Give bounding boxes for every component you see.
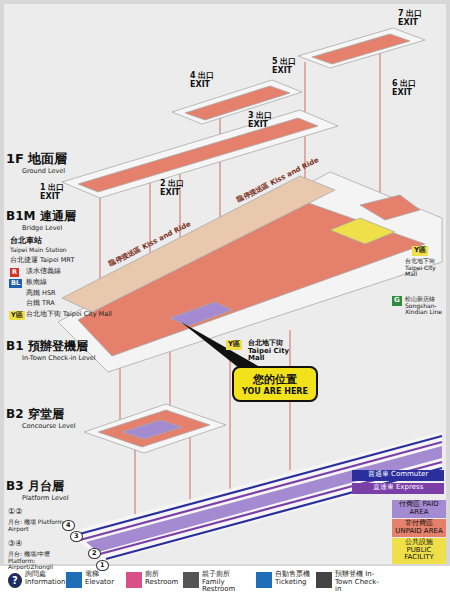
b1-slab	[58, 172, 442, 372]
map-label: Platform Level	[22, 495, 69, 502]
map-label: 高鐵 HSR	[26, 290, 56, 297]
callout-box: 您的位置YOU ARE HERE	[232, 366, 318, 402]
platform-slab	[68, 432, 442, 562]
map-label: 詢問處 Information	[25, 571, 63, 586]
b1-slab	[170, 302, 232, 326]
frame	[4, 4, 446, 564]
exit-slab	[172, 28, 425, 124]
map-label: 台北地下街 Taipei City Mall	[405, 258, 443, 278]
map-label: In-Town Check-in Level	[22, 355, 96, 362]
exit-slab	[298, 28, 425, 68]
map-label: 自動售票機 Ticketing	[275, 571, 313, 586]
map-label: 親子廁所 Family Restroom	[202, 571, 254, 594]
icon-badge: R	[10, 268, 19, 277]
icon-badge: G	[392, 296, 402, 306]
zone-label: 臨停接送區 Kiss and Ride	[236, 157, 320, 205]
map-label: 台北地下街 Taipei City Mall	[26, 311, 112, 318]
map-label: 月台: 機場/中壢 Platform: Airport/Zhongli	[8, 551, 70, 571]
callout-text: 您的位置	[242, 372, 308, 387]
zone-label: 臨停接送區 Kiss and Ride	[108, 221, 192, 269]
map-label: 4 出口 EXIT	[190, 72, 218, 90]
map-label: Bridge Level	[22, 225, 62, 232]
map-label: 3 出口 EXIT	[248, 112, 276, 130]
map-label: 台鐵 TRA	[26, 300, 55, 307]
legend-text: 直達車 Express	[352, 483, 444, 492]
map-label: Ground Level	[22, 168, 65, 175]
shaft-line	[135, 445, 136, 515]
icon-badge: Y區	[226, 340, 242, 350]
icon-bar	[126, 572, 142, 588]
concourse-slab	[122, 420, 182, 439]
map-label: 1F 地面層	[6, 152, 67, 166]
exit-slab	[185, 86, 290, 120]
legend-item: 公共設施 PUBLIC FACILITY	[392, 538, 446, 564]
b1-slab	[360, 195, 420, 220]
you-are-here-pointer	[181, 322, 258, 372]
map-label: 1 出口 EXIT	[40, 184, 68, 202]
map-label: 台北車站	[10, 237, 42, 246]
icon-bar	[66, 572, 82, 588]
legend-item: 非付費區 UNPAID AREA	[392, 519, 446, 537]
you-are-here-pointer	[181, 322, 258, 372]
concourse-slab	[84, 404, 226, 453]
legend-item: 直達車 Express	[352, 483, 444, 494]
icon-bar	[0, 566, 450, 600]
icon-badge: Y區	[412, 246, 428, 256]
map-label: ①②	[8, 508, 22, 517]
icon-badge: BL	[9, 279, 22, 288]
map-label: B1 預辦登機層	[6, 340, 88, 353]
map-label: 台北地下街 Taipei City Mall	[248, 340, 292, 363]
icon-bar	[256, 572, 272, 588]
map-label: B3 月台層	[6, 480, 64, 493]
map-label: B2 穿堂層	[6, 408, 64, 421]
map-label: Taipei Main Station	[10, 247, 67, 254]
icon-bar	[316, 572, 332, 588]
icon-badge: ?	[8, 573, 22, 588]
track-line	[72, 436, 442, 559]
exit-slab	[312, 34, 410, 64]
concourse-slab	[84, 404, 226, 453]
icon-bar	[183, 572, 199, 588]
platform-slab	[68, 432, 442, 562]
b1-slab	[58, 172, 442, 372]
map-label: 台北捷運 Taipei MRT	[10, 257, 74, 264]
b1-slab	[62, 176, 335, 312]
map-label: 7 出口 EXIT	[398, 10, 426, 28]
legend-item: 普通車 Commuter	[352, 470, 444, 481]
map-label: 廁所 Restroom	[145, 571, 181, 586]
map-label: 板南線	[26, 279, 47, 286]
icon-badge: 4	[62, 520, 75, 531]
callout-text: YOU ARE HERE	[242, 387, 308, 396]
icon-badge: 3	[70, 531, 83, 542]
shaft-line	[230, 360, 231, 490]
legend-text: 非付費區 UNPAID AREA	[392, 519, 446, 535]
map-label: 預辦登機 In-Town Check-in	[335, 571, 385, 594]
map-label: 淡水信義線	[26, 268, 61, 275]
platform-slab	[86, 446, 442, 552]
legend-text: 普通車 Commuter	[352, 470, 444, 479]
legend-text: 公共設施 PUBLIC FACILITY	[392, 538, 446, 562]
map-label: 電梯 Elevator	[85, 571, 123, 586]
legend-item: 付費區 PAID AREA	[392, 500, 446, 518]
map-label: 松山新店線 Songshan-Xindian Line	[405, 296, 445, 316]
map-label: 5 出口 EXIT	[272, 58, 300, 76]
map-label: B1M 連通層	[6, 210, 76, 223]
legend-text: 付費區 PAID AREA	[392, 500, 446, 516]
icon-bar	[0, 566, 450, 600]
map-label: Concourse Level	[22, 423, 76, 430]
icon-badge: 2	[88, 548, 101, 559]
map-label: ③④	[8, 540, 22, 549]
icon-badge: 1	[96, 560, 109, 571]
map-label: 月台: 機場 Platform: Airport	[8, 519, 70, 532]
map-label: 6 出口 EXIT	[392, 80, 420, 98]
map-label: 2 出口 EXIT	[160, 180, 188, 198]
b1-slab	[330, 218, 395, 244]
concourse-slab	[98, 410, 210, 447]
icon-badge: Y區	[9, 311, 25, 320]
